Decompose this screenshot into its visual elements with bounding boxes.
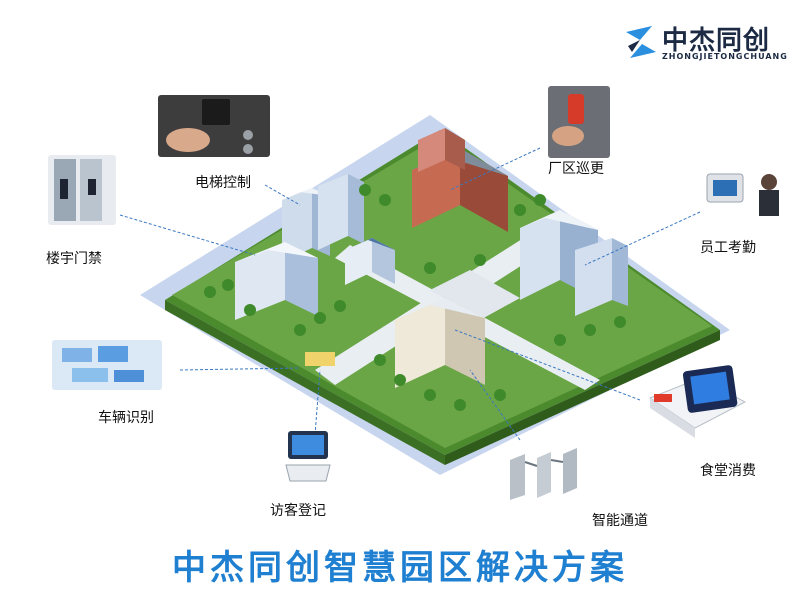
logo-mark-icon (626, 26, 656, 58)
patrol-device-image (548, 86, 610, 158)
label-employee-attendance: 员工考勤 (700, 240, 756, 256)
label-elevator-control: 电梯控制 (195, 175, 251, 191)
office-block-west (235, 242, 318, 320)
label-building-access: 楼宇门禁 (46, 251, 102, 267)
brand-subtitle: ZHONGJIETONGCHUANG (662, 52, 788, 61)
canteen-terminal-image (640, 358, 750, 448)
label-smart-gate: 智能通道 (592, 513, 648, 529)
elevator-card-image (158, 95, 270, 157)
factory (412, 128, 508, 232)
label-vehicle-recognition: 车辆识别 (98, 410, 154, 426)
brand-name: 中杰同创 (662, 26, 771, 56)
small-house (345, 238, 395, 285)
label-visitor-registration: 访客登记 (270, 503, 326, 519)
trees (204, 184, 626, 411)
attendance-terminal-image (705, 168, 785, 216)
gate-house (305, 352, 335, 366)
turnstile-gate-image (505, 440, 595, 500)
page-title: 中杰同创智慧园区解决方案 (172, 548, 628, 588)
label-canteen-payment: 食堂消费 (700, 463, 756, 479)
access-control-image (48, 155, 116, 225)
main-hall (395, 298, 485, 388)
office-tower-east (520, 210, 628, 316)
connector-lines (119, 147, 701, 441)
visitor-kiosk-image (280, 425, 335, 485)
vehicle-recognition-image (52, 340, 162, 390)
office-tower-left (282, 174, 364, 262)
brand-logo: 中杰同创 ZHONGJIETONGCHUANG (622, 18, 787, 68)
label-factory-patrol: 厂区巡更 (548, 161, 604, 177)
